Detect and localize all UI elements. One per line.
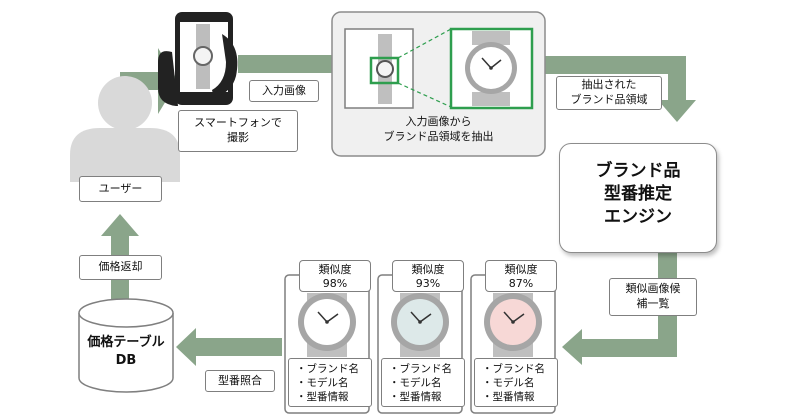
info-model-number: ・型番情報 — [389, 391, 442, 404]
info-model-number: ・型番情報 — [296, 391, 349, 404]
selection-box — [369, 56, 400, 85]
database-cylinder-icon — [78, 298, 174, 393]
match-label: 型番照合 — [205, 370, 275, 392]
info-brand-name: ・ブランド名 — [296, 363, 359, 375]
candidate-info-3: ・ブランド名 ・モデル名 ・型番情報 — [474, 358, 558, 407]
price-return-label: 価格返却 — [79, 255, 162, 280]
similarity-label-3: 類似度 87% — [485, 260, 557, 292]
strap-watch-icon — [376, 34, 394, 104]
candidates-label: 類似画像候 補一覧 — [609, 278, 697, 316]
info-brand-name: ・ブランド名 — [389, 363, 452, 375]
arrow-extract-to-engine — [545, 56, 696, 122]
info-model-name: ・モデル名 — [482, 377, 535, 390]
info-brand-name: ・ブランド名 — [482, 363, 545, 375]
info-model-name: ・モデル名 — [389, 377, 442, 390]
similarity-value: 87% — [508, 277, 534, 291]
similarity-title: 類似度 — [318, 263, 352, 276]
user-label: ユーザー — [79, 176, 162, 202]
db-label: 価格テーブル DB — [87, 335, 165, 368]
similarity-title: 類似度 — [411, 263, 445, 276]
similarity-value: 93% — [415, 277, 441, 291]
info-model-name: ・モデル名 — [296, 377, 349, 390]
user-silhouette-icon — [70, 76, 180, 182]
similarity-label-1: 類似度 98% — [299, 260, 371, 292]
similarity-value: 98% — [322, 277, 348, 291]
zoom-line-top — [397, 28, 452, 59]
arrow-engine-to-candidates — [562, 253, 677, 365]
smartphone-icon — [158, 12, 238, 106]
similarity-label-2: 類似度 93% — [392, 260, 464, 292]
input-image-label: 入力画像 — [249, 80, 319, 102]
arrow-phone-to-extract — [238, 47, 355, 81]
extraction-caption: 入力画像から ブランド品領域を抽出 — [383, 115, 494, 143]
zoom-line-bottom — [397, 82, 452, 108]
arrow-to-db — [176, 328, 282, 366]
smartphone-caption: スマートフォンで 撮影 — [178, 110, 298, 152]
engine-box: ブランド品 型番推定 エンジン — [559, 143, 717, 253]
extracted-region-label: 抽出された ブランド品領域 — [556, 76, 662, 110]
info-model-number: ・型番情報 — [482, 391, 535, 404]
extracted-watch-icon — [465, 31, 517, 106]
similarity-title: 類似度 — [504, 263, 538, 276]
candidate-info-2: ・ブランド名 ・モデル名 ・型番情報 — [381, 358, 465, 407]
candidate-info-1: ・ブランド名 ・モデル名 ・型番情報 — [288, 358, 372, 407]
